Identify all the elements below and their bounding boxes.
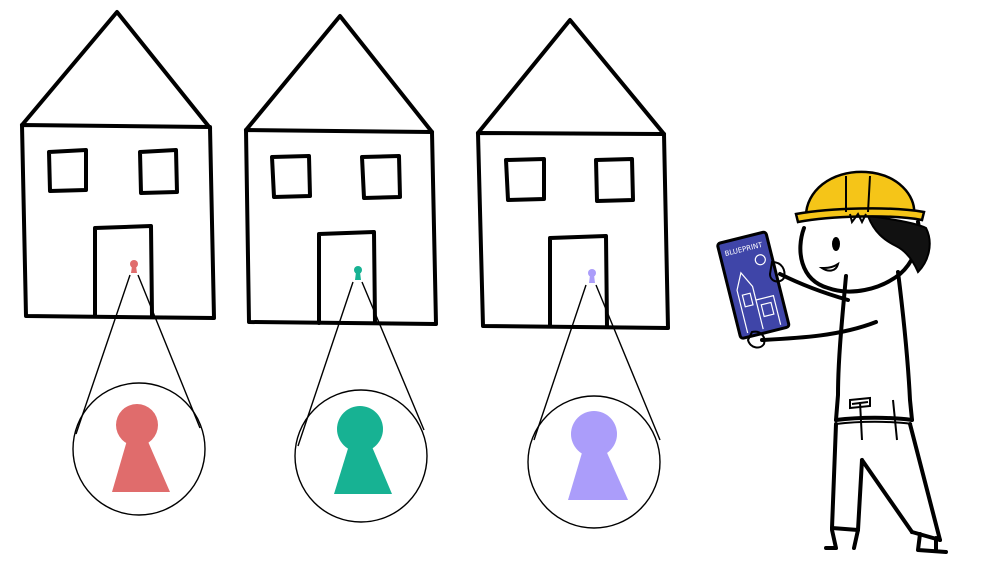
house-3-window-right	[594, 157, 635, 203]
house-3-door	[548, 234, 609, 328]
house-2-keyhole-small	[354, 266, 362, 280]
house-2-window-right	[360, 154, 402, 200]
screwdriver-icon	[890, 399, 900, 441]
house-2-roof	[244, 14, 434, 134]
house-2-magnifier	[294, 389, 428, 523]
blueprint-house-sketch	[736, 271, 782, 334]
house-2-keyhole	[334, 406, 392, 494]
house-1-keyhole	[112, 404, 170, 492]
house-1	[20, 10, 216, 516]
builder-arm-lower	[760, 320, 878, 342]
house-1-keyhole-small	[130, 260, 138, 273]
house-2-door	[317, 230, 377, 325]
house-3-wall	[476, 131, 670, 330]
builder-hair	[866, 214, 931, 274]
blueprint-tablet: BLUEPRINT	[716, 230, 791, 340]
builder-eye	[832, 237, 840, 251]
hard-hat	[794, 170, 926, 225]
house-1-wall	[20, 123, 216, 320]
house-3-window-left	[504, 157, 546, 202]
house-1-door	[93, 224, 154, 318]
builder-hand-lower	[746, 330, 766, 349]
builder-feet	[824, 528, 860, 550]
builder-legs	[830, 422, 942, 542]
house-2-window-left	[270, 154, 312, 199]
house-1-window-right	[138, 148, 179, 195]
house-1-magnifier	[72, 382, 206, 516]
house-3	[476, 18, 670, 529]
house-1-window-left	[47, 148, 88, 193]
house-3-roof	[476, 18, 666, 136]
house-2-wall	[244, 128, 438, 326]
builder-hand-upper	[768, 260, 786, 283]
house-1-roof	[20, 10, 212, 130]
house-3-keyhole-small	[588, 269, 596, 283]
house-2	[244, 14, 438, 523]
house-3-keyhole	[568, 411, 628, 500]
builder: BLUEPRINT	[716, 170, 948, 554]
builder-arm-upper	[778, 272, 850, 302]
house-3-magnifier	[527, 395, 661, 529]
hammer-icon	[851, 401, 869, 441]
builder-mouth	[818, 261, 840, 272]
builder-belt	[834, 415, 914, 422]
